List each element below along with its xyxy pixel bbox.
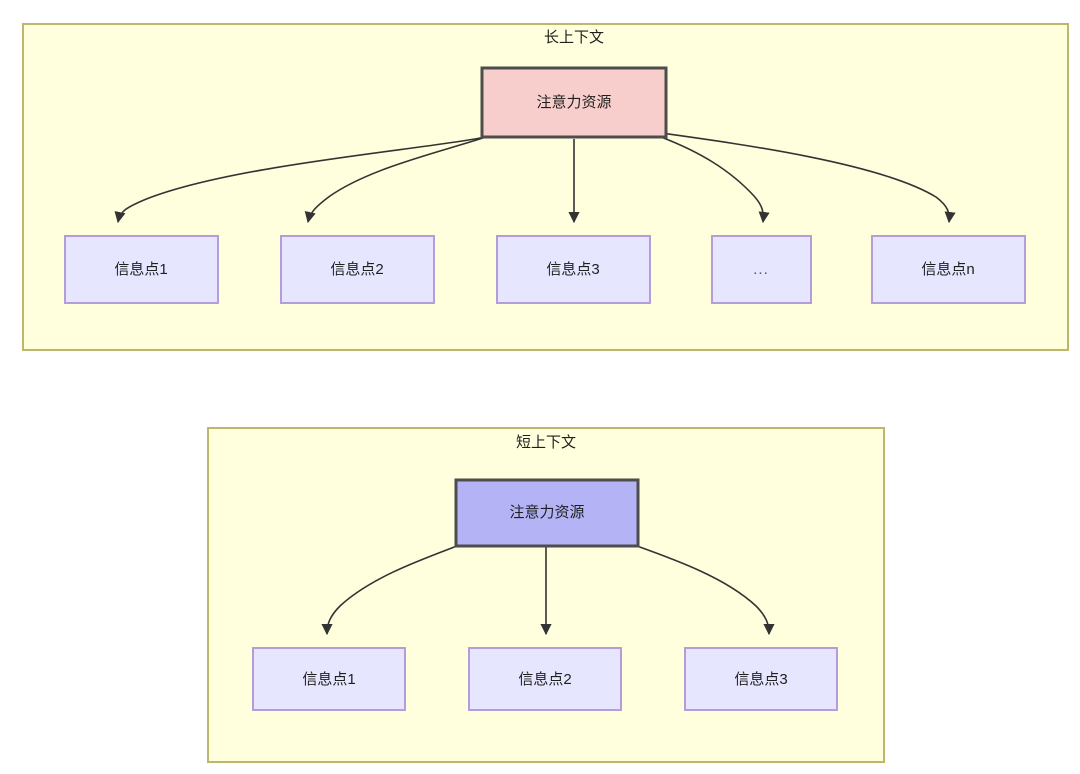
node-info-short-1-label: 信息点1: [302, 671, 355, 688]
node-info-short-2-label: 信息点2: [518, 671, 571, 688]
node-attention-short-rect[interactable]: [454, 478, 640, 548]
node-info-long-2[interactable]: 信息点2: [280, 235, 435, 304]
node-info-long-2-rect[interactable]: [280, 235, 435, 304]
node-info-long-n-label: 信息点n: [921, 261, 974, 278]
container-title-long-context: 长上下文: [544, 29, 604, 46]
node-info-long-2-label: 信息点2: [330, 261, 383, 278]
edge-attention-long-to-info-2: [304, 136, 487, 224]
node-info-long-3-rect[interactable]: [496, 235, 651, 304]
node-info-long-1[interactable]: 信息点1: [64, 235, 219, 304]
node-info-short-3-label: 信息点3: [734, 671, 787, 688]
node-info-long-1-label: 信息点1: [114, 261, 167, 278]
node-info-long-ellipsis[interactable]: ...: [711, 235, 812, 304]
node-info-short-3[interactable]: 信息点3: [684, 647, 838, 711]
node-info-short-3-rect[interactable]: [684, 647, 838, 711]
node-info-long-3[interactable]: 信息点3: [496, 235, 651, 304]
group-short-context: 短上下文 注意力资源 信息点1 信息点2 信息点3: [207, 427, 885, 763]
node-attention-short-label: 注意力资源: [509, 503, 584, 521]
node-attention-long-label: 注意力资源: [536, 93, 611, 111]
node-info-long-n-rect[interactable]: [871, 235, 1026, 304]
edge-attention-long-to-info-n: [660, 132, 956, 224]
node-info-short-2[interactable]: 信息点2: [468, 647, 622, 711]
edge-attention-short-to-info-1: [321, 545, 458, 636]
node-attention-long[interactable]: 注意力资源: [480, 66, 668, 139]
node-info-long-3-label: 信息点3: [546, 261, 599, 278]
container-title-short-context: 短上下文: [516, 434, 576, 451]
node-info-long-n[interactable]: 信息点n: [871, 235, 1026, 304]
group-long-context: 长上下文 注意力资源 信息点1 信息点2 信: [22, 23, 1069, 351]
node-info-long-1-rect[interactable]: [64, 235, 219, 304]
node-attention-short[interactable]: 注意力资源: [454, 478, 640, 548]
edge-attention-short-to-info-3: [636, 545, 775, 636]
edge-attention-long-to-info-ellipsis: [660, 136, 770, 224]
node-info-short-2-rect[interactable]: [468, 647, 622, 711]
node-attention-long-rect[interactable]: [480, 66, 668, 139]
node-info-short-1[interactable]: 信息点1: [252, 647, 406, 711]
node-info-short-1-rect[interactable]: [252, 647, 406, 711]
edge-attention-long-to-info-1: [114, 136, 487, 224]
node-info-long-ellipsis-label: ...: [753, 261, 769, 278]
node-info-long-ellipsis-rect[interactable]: [711, 235, 812, 304]
